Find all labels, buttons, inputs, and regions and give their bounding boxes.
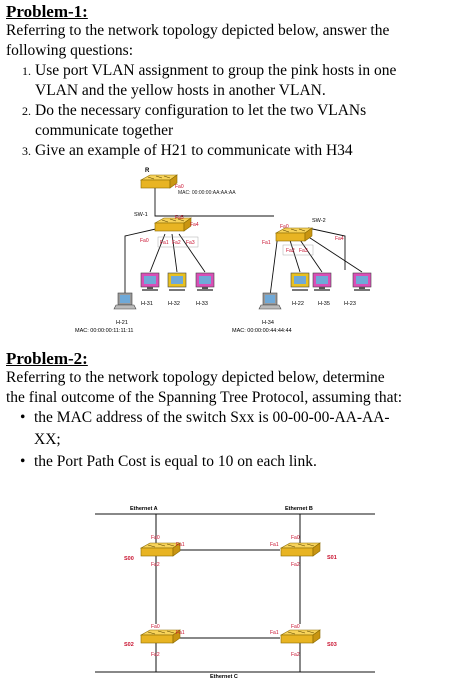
switch-s02 (140, 629, 181, 644)
s01-port-fa2: Fa2 (291, 562, 300, 568)
link-router-sw1 (154, 188, 193, 217)
stp-links (95, 513, 375, 673)
s02-port-fa1: Fa1 (176, 630, 185, 636)
bullet-mark: • (20, 409, 26, 426)
switch-s00-name: S00 (124, 556, 134, 562)
host-h23-label: H-23 (344, 301, 356, 307)
s01-port-fa0: Fa0 (291, 535, 300, 541)
s00-port-fa1: Fa1 (176, 542, 185, 548)
question-2: 2. Do the necessary configuration to let … (22, 101, 462, 121)
link-sw1-h32 (171, 233, 178, 273)
link-sw2-h23b (303, 233, 363, 273)
problem2-intro-line2: the final outcome of the Spanning Tree P… (6, 389, 403, 406)
s00-port-fa2: Fa2 (151, 562, 160, 568)
link-sw2-h23 (307, 227, 346, 270)
host-h31-label: H-31 (141, 301, 153, 307)
host-h32 (167, 272, 187, 291)
sw1-port-fa4: Fa4 (190, 222, 199, 228)
host-h34-mac: MAC: 00:00:00:44:44:44 (232, 328, 292, 334)
problem2-intro-line1: Referring to the network topology depict… (6, 369, 385, 386)
question-1-line2: VLAN and the yellow hosts in another VLA… (35, 82, 326, 99)
sw2-port-fa4: Fa4 (335, 236, 344, 242)
sw2-port-fa0: Fa0 (280, 224, 289, 230)
sw2-name: SW-2 (312, 218, 326, 224)
switch-s03 (280, 629, 321, 644)
sw2-port-fa3: Fa3 (299, 248, 308, 254)
router-port-fa0: Fa0 (175, 184, 184, 190)
question-2-number: 2. (22, 104, 31, 118)
link-sw2-h34 (269, 233, 279, 297)
bullet-mac-address: • the MAC address of the switch Sxx is 00… (20, 408, 465, 428)
host-h21-mac: MAC: 00:00:00:11:11:11 (75, 328, 133, 334)
switch-s00 (140, 542, 181, 557)
problem1-intro-line1: Referring to the network topology depict… (6, 22, 390, 39)
s00-port-fa0: Fa0 (151, 535, 160, 541)
bullet-mac-line2: XX; (34, 431, 61, 448)
link-sw1-h21 (124, 227, 161, 296)
question-1-number: 1. (22, 64, 31, 78)
question-1-line1: Use port VLAN assignment to group the pi… (35, 62, 397, 79)
question-1: 1. Use port VLAN assignment to group the … (22, 61, 462, 81)
switch-s01 (280, 542, 321, 557)
problem1-title: Problem-1: (6, 2, 88, 21)
vlan-links (124, 188, 363, 297)
ethernet-c-label: Ethernet C (210, 674, 238, 680)
bullet-path-cost-line: the Port Path Cost is equal to 10 on eac… (34, 453, 317, 470)
problem1-intro-line2: following questions: (6, 42, 134, 59)
sw1-port-fa5: Fa5 (175, 215, 184, 221)
link-sw1-h33 (178, 233, 206, 273)
switch-s01-name: S01 (327, 555, 337, 561)
question-3: 3. Give an example of H21 to communicate … (22, 141, 462, 161)
sw1-name: SW-1 (134, 212, 148, 218)
host-h34-label: H-34 (262, 320, 274, 326)
switch-s03-name: S03 (327, 642, 337, 648)
bullet-mark-2: • (20, 453, 26, 470)
s01-port-fa1: Fa1 (270, 542, 279, 548)
router-label: R (145, 168, 150, 174)
bullet-mac-line1: the MAC address of the switch Sxx is 00-… (34, 409, 390, 426)
link-sw1-h31 (149, 233, 166, 273)
router-mac: MAC: 00:00:00:AA:AA:AA (178, 190, 236, 196)
sw2-port-fa1: Fa1 (262, 240, 271, 246)
sw1-port-fa1: Fa1 (160, 240, 169, 246)
sw2-port-fa2: Fa2 (286, 248, 295, 254)
question-2-line1: Do the necessary configuration to let th… (35, 102, 367, 119)
s02-port-fa0: Fa0 (151, 624, 160, 630)
sw2-port-box (282, 244, 314, 256)
sw1-port-fa2: Fa2 (172, 240, 181, 246)
question-3-number: 3. (22, 144, 31, 158)
s03-port-fa2: Fa2 (291, 652, 300, 658)
bullet-path-cost: • the Port Path Cost is equal to 10 on ea… (20, 452, 465, 472)
problem2-title: Problem-2: (6, 349, 88, 368)
host-h35-label: H-35 (318, 301, 330, 307)
s03-port-fa1: Fa1 (270, 630, 279, 636)
ethernet-b-label: Ethernet B (285, 506, 313, 512)
s02-port-fa2: Fa2 (151, 652, 160, 658)
host-h21-label: H-21 (116, 320, 128, 326)
host-h32-label: H-32 (168, 301, 180, 307)
sw1-port-fa3: Fa3 (186, 240, 195, 246)
switch-s02-name: S02 (124, 642, 134, 648)
ethernet-a-label: Ethernet A (130, 506, 158, 512)
host-h22 (290, 272, 310, 291)
question-3-line1: Give an example of H21 to communicate wi… (35, 142, 353, 159)
question-2-line2: communicate together (35, 122, 174, 139)
host-h33-label: H-33 (196, 301, 208, 307)
sw1-port-fa0: Fa0 (140, 238, 149, 244)
sw1-port-box (157, 236, 199, 248)
s03-port-fa0: Fa0 (291, 624, 300, 630)
host-h22-label: H-22 (292, 301, 304, 307)
